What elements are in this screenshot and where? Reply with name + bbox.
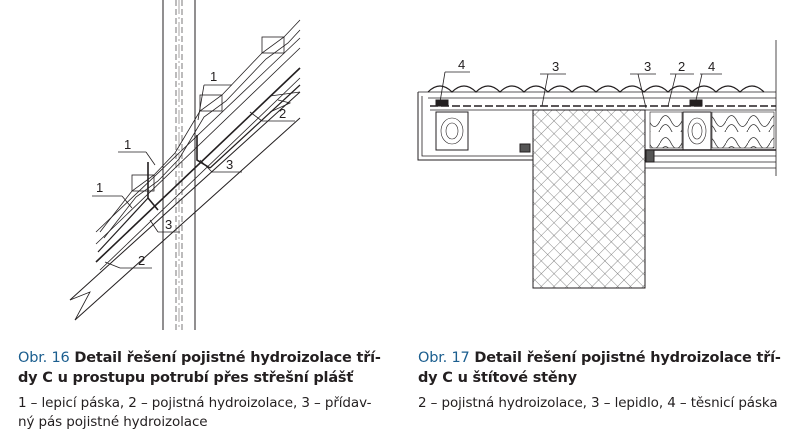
fig16-label-2a: 2 bbox=[279, 106, 286, 121]
figure-17-drawing bbox=[417, 40, 777, 289]
fig16-label-1c: 1 bbox=[210, 69, 217, 84]
figure-16-labels: 1 1 1 2 3 3 2 bbox=[96, 69, 286, 268]
technical-drawings: 1 1 1 2 3 3 2 bbox=[69, 0, 777, 330]
fig17-label-3b: 3 bbox=[644, 59, 651, 74]
figure-16-title: Obr. 16 Detail řešení pojistné hydroizol… bbox=[18, 348, 396, 388]
figure-16-title-text: Detail řešení pojistné hydroizolace tří-… bbox=[18, 350, 381, 386]
fig17-label-2: 2 bbox=[678, 59, 685, 74]
figure-17-number: Obr. 17 bbox=[418, 350, 470, 366]
figure-16-number: Obr. 16 bbox=[18, 350, 70, 366]
figure-17-description: 2 – pojistná hydroizolace, 3 – lepidlo, … bbox=[418, 395, 778, 411]
fig17-label-3a: 3 bbox=[552, 59, 559, 74]
figure-17-title-text: Detail řešení pojistné hydroizolace tří-… bbox=[418, 350, 781, 386]
figure-17-caption: Obr. 17 Detail řešení pojistné hydroizol… bbox=[418, 348, 793, 413]
figure-16-caption: Obr. 16 Detail řešení pojistné hydroizol… bbox=[18, 348, 396, 432]
figure-17-title: Obr. 17 Detail řešení pojistné hydroizol… bbox=[418, 348, 793, 388]
figure-16-drawing bbox=[69, 0, 301, 330]
fig16-label-3b: 3 bbox=[165, 217, 172, 232]
fig16-label-2b: 2 bbox=[138, 253, 145, 268]
fig16-label-1b: 1 bbox=[96, 180, 103, 195]
figure-17-labels: 4 3 3 2 4 bbox=[458, 57, 715, 74]
fig16-label-1a: 1 bbox=[124, 137, 131, 152]
fig16-label-3a: 3 bbox=[226, 157, 233, 172]
fig17-label-4a: 4 bbox=[458, 57, 465, 72]
fig17-label-4b: 4 bbox=[708, 59, 715, 74]
figure-16-description: 1 – lepicí páska, 2 – pojistná hydroizol… bbox=[18, 395, 372, 430]
